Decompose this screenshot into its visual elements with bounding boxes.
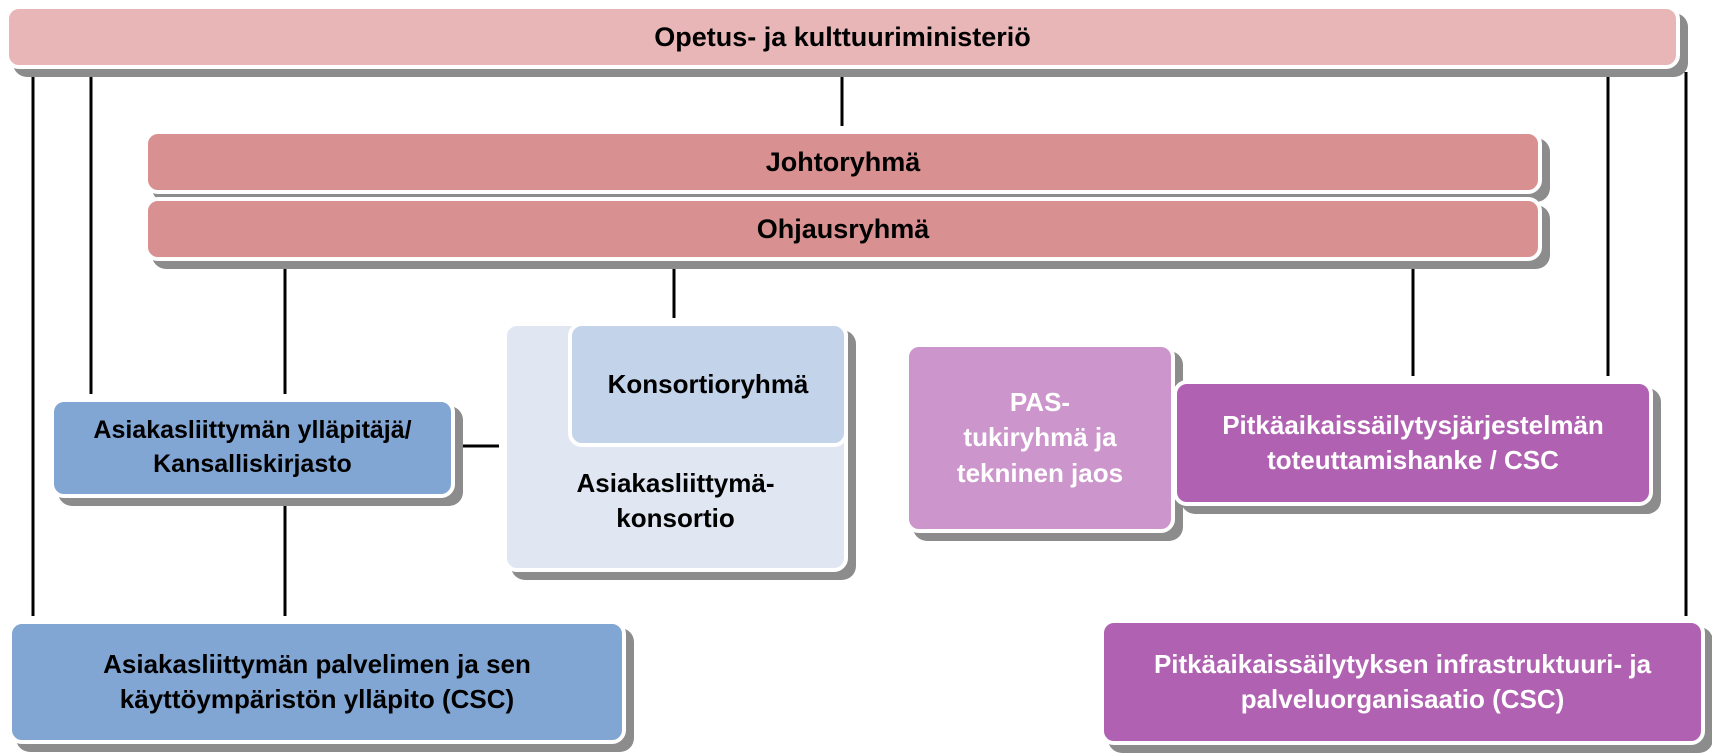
guidance-group-box: Ohjausryhmä (144, 197, 1542, 261)
consortium-group-label: Konsortioryhmä (607, 368, 809, 399)
ministry-box: Opetus- ja kulttuuriministeriö (5, 5, 1680, 69)
infrastructure-org-box: Pitkäaikaissäilytyksen infrastruktuuri- … (1100, 619, 1705, 745)
interface-maintainer-label: Asiakasliittymän ylläpitäjä/Kansalliskir… (93, 416, 412, 478)
consortium-label: Asiakasliittymä-konsortio (576, 468, 775, 534)
infrastructure-org-label: Pitkäaikaissäilytyksen infrastruktuuri- … (1153, 648, 1652, 714)
steering-group-label: Johtoryhmä (765, 146, 921, 177)
guidance-group-label: Ohjausryhmä (756, 213, 930, 244)
steering-group-box: Johtoryhmä (144, 130, 1542, 194)
interface-maintainer-box: Asiakasliittymän ylläpitäjä/Kansalliskir… (50, 398, 455, 498)
ministry-label: Opetus- ja kulttuuriministeriö (654, 21, 1031, 52)
consortium-group-box: Konsortioryhmä (568, 322, 848, 447)
